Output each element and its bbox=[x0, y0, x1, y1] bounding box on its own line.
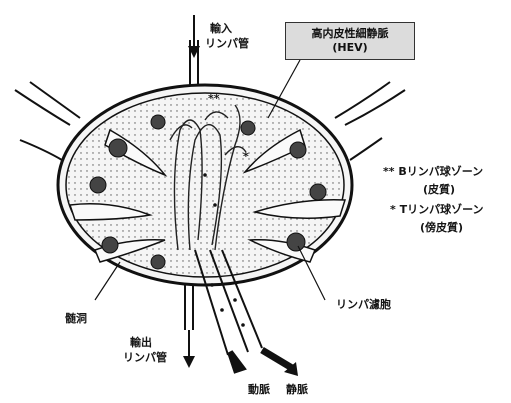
follicle bbox=[151, 255, 165, 269]
b-zone-sub-label: (皮質) bbox=[423, 183, 455, 196]
efferent-label-line1: 輸出 bbox=[130, 336, 152, 349]
vein-arrow bbox=[262, 350, 292, 368]
medullary-sinus-label: 髄洞 bbox=[65, 312, 87, 325]
hev-label-line1: 高内皮性細静脈 bbox=[286, 27, 414, 41]
artery-arrow bbox=[230, 352, 242, 370]
follicle bbox=[90, 177, 106, 193]
follicle bbox=[310, 184, 326, 200]
b-zone-label: ** Bリンパ球ゾーン bbox=[383, 165, 483, 178]
t-zone-sub-label: (傍皮質) bbox=[420, 221, 463, 234]
hev-label-line2: (HEV) bbox=[286, 41, 414, 55]
follicle bbox=[102, 237, 118, 253]
t-zone-label: * Tリンパ球ゾーン bbox=[390, 203, 484, 216]
marker-single-star: * bbox=[243, 150, 249, 163]
marker-double-star: ** bbox=[208, 92, 220, 105]
afferent-label-line1: 輸入 bbox=[210, 22, 232, 35]
follicle bbox=[241, 121, 255, 135]
artery-label: 動脈 bbox=[248, 383, 270, 396]
efferent-label-line2: リンパ管 bbox=[123, 351, 167, 364]
follicle bbox=[290, 142, 306, 158]
efferent-arrowhead bbox=[183, 356, 195, 368]
hev-label-box: 高内皮性細静脈 (HEV) bbox=[285, 22, 415, 60]
afferent-label-line2: リンパ管 bbox=[205, 37, 249, 50]
follicle bbox=[109, 139, 127, 157]
follicle-label: リンパ濾胞 bbox=[336, 298, 391, 311]
efferent-lymphatic bbox=[185, 285, 193, 330]
vein-label: 静脈 bbox=[286, 383, 308, 396]
follicle bbox=[151, 115, 165, 129]
follicle bbox=[287, 233, 305, 251]
